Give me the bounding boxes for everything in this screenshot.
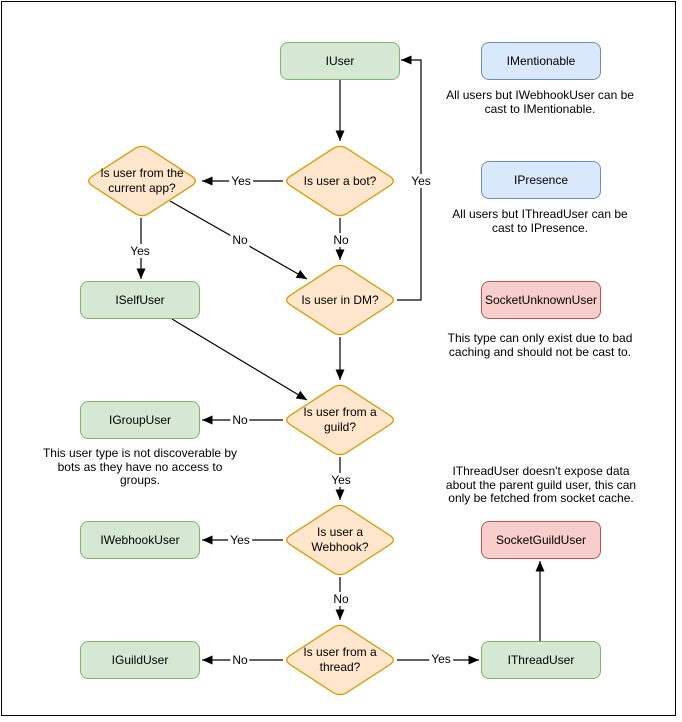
node-iselfuser: ISelfUser — [80, 281, 200, 319]
edge-label-current-app-no: No — [230, 233, 250, 247]
node-imentionable: IMentionable — [481, 42, 601, 80]
decision-is-guild-label: Is user from a guild? — [303, 405, 377, 434]
node-imentionable-label: IMentionable — [506, 54, 576, 68]
node-socketguilduser-label: SocketGuildUser — [495, 533, 587, 547]
node-iguilduser: IGuildUser — [80, 641, 200, 679]
edge-label-webhook-yes: Yes — [228, 533, 252, 547]
edge-label-webhook-no: No — [331, 592, 351, 606]
node-socketguilduser: SocketGuildUser — [481, 521, 601, 559]
node-iuser-label: IUser — [325, 54, 355, 68]
edge-label-guild-yes: Yes — [329, 473, 353, 487]
decision-is-bot-shape — [286, 145, 394, 217]
node-iselfuser-label: ISelfUser — [115, 293, 165, 307]
decision-is-current-app-shape — [88, 145, 196, 217]
edge-label-thread-yes: Yes — [429, 652, 453, 666]
caption-mentionable: All users but IWebhookUser can be cast t… — [446, 88, 634, 116]
node-ipresence: IPresence — [481, 161, 601, 199]
edge-label-bot-no: No — [331, 233, 351, 247]
decision-is-thread-label: Is user from a thread? — [303, 645, 377, 674]
node-igroupuser-label: IGroupUser — [108, 413, 172, 427]
edge-label-bot-yes: Yes — [229, 174, 253, 188]
edge-iselfuser-to-isguild — [171, 318, 308, 401]
node-ipresence-label: IPresence — [513, 173, 569, 187]
decision-is-dm-shape — [286, 264, 394, 336]
node-socketunknownuser-label: SocketUnknownUser — [484, 293, 598, 307]
decision-is-current-app-label: Is user from the current app? — [100, 166, 184, 195]
node-ithreaduser-label: IThreadUser — [507, 653, 575, 667]
edge-label-thread-no: No — [230, 653, 250, 667]
node-iuser: IUser — [280, 42, 400, 80]
decision-is-guild-shape — [286, 384, 394, 456]
node-ithreaduser: IThreadUser — [481, 641, 601, 679]
node-iguilduser-label: IGuildUser — [111, 653, 169, 667]
decision-is-bot-label: Is user a bot? — [303, 173, 377, 188]
decision-is-webhook-label: Is user a Webhook? — [311, 525, 369, 554]
decision-is-dm-label: Is user in DM? — [301, 292, 379, 307]
caption-unknown: This type can only exist due to bad cach… — [447, 331, 633, 359]
node-iwebhookuser: IWebhookUser — [80, 521, 200, 559]
caption-presence: All users but IThreadUser can be cast to… — [452, 207, 628, 235]
decision-is-thread-shape — [286, 624, 394, 696]
edge-label-dm-yes: Yes — [409, 174, 433, 188]
decision-is-webhook-shape — [286, 504, 394, 576]
edge-label-current-app-yes: Yes — [128, 244, 152, 258]
node-igroupuser: IGroupUser — [80, 401, 200, 439]
node-socketunknownuser: SocketUnknownUser — [481, 281, 601, 319]
node-iwebhookuser-label: IWebhookUser — [100, 533, 180, 547]
caption-thread: IThreadUser doesn't expose data about th… — [445, 464, 637, 505]
edge-label-guild-no: No — [230, 413, 250, 427]
caption-group: This user type is not discoverable by bo… — [42, 446, 238, 487]
